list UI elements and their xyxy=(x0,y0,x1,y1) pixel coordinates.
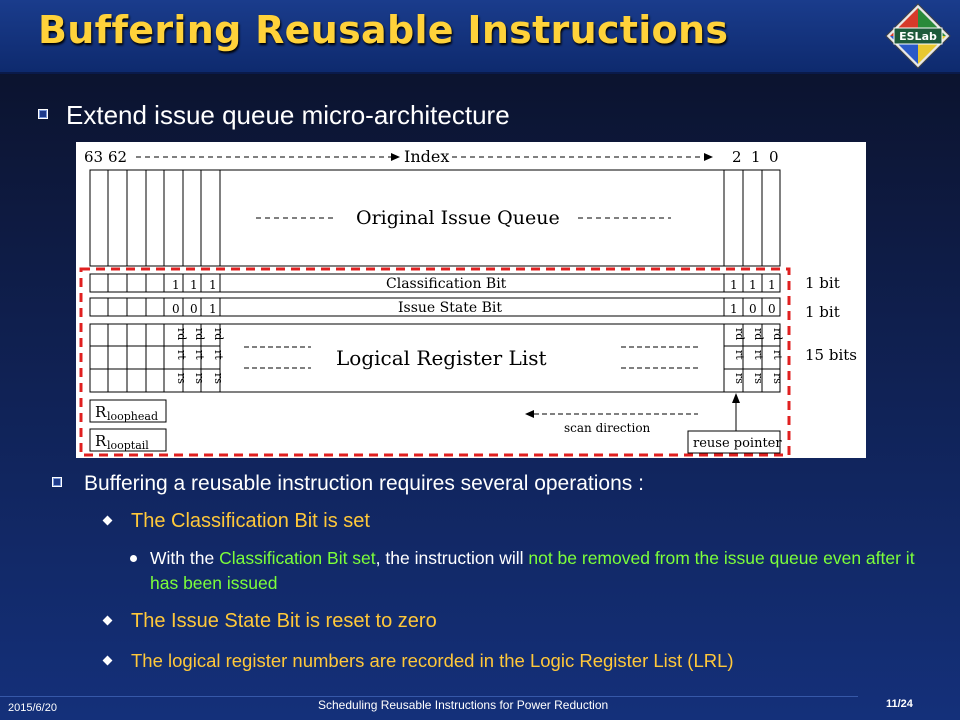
lrl-rs-1: rs xyxy=(175,373,188,384)
lrl-rs-2: rs xyxy=(193,373,206,384)
slide-title: Buffering Reusable Instructions xyxy=(38,8,729,52)
detail-text-highlight-2: not be removed from the issue queue even… xyxy=(150,548,915,593)
bullet-text: Buffering a reusable instruction require… xyxy=(84,472,644,495)
lrl-rd-4: rd xyxy=(733,328,746,340)
lrl-rd-1: rd xyxy=(175,328,188,340)
sub-bullet-text: The Classification Bit is set xyxy=(131,510,370,532)
footer-title: Scheduling Reusable Instructions for Pow… xyxy=(318,698,609,712)
isb-val-1: 0 xyxy=(172,302,180,316)
footer: 2015/6/20 Scheduling Reusable Instructio… xyxy=(0,698,960,720)
diamond-bullet-icon xyxy=(102,615,113,626)
sub-bullet-classification-set: The Classification Bit is set xyxy=(102,510,370,533)
sub-bullet-text: The logical register numbers are recorde… xyxy=(131,650,734,671)
isb-val-3: 1 xyxy=(209,302,217,316)
index-2: 2 xyxy=(732,148,742,166)
index-62: 62 xyxy=(108,148,127,166)
cb-val-1: 1 xyxy=(172,278,180,292)
lrl-rd-5: rd xyxy=(752,328,765,340)
square-bullet-icon xyxy=(38,109,48,120)
footer-divider xyxy=(0,696,858,697)
isb-val-4: 1 xyxy=(730,302,738,316)
detail-text-highlight-1: Classification Bit set xyxy=(219,548,376,568)
sub-bullet-lrl-recorded: The logical register numbers are recorde… xyxy=(102,650,734,672)
bits-issue-state: 1 bit xyxy=(805,303,840,321)
lrl-rd-3: rd xyxy=(212,328,225,340)
highlight-box xyxy=(79,267,791,457)
footer-date: 2015/6/20 xyxy=(8,702,57,714)
index-63: 63 xyxy=(84,148,103,166)
dot-bullet-icon xyxy=(130,555,137,562)
logical-register-list-label: Logical Register List xyxy=(336,346,547,370)
eslab-logo: ESLab xyxy=(885,3,951,69)
lrl-rt-6: rt xyxy=(771,350,784,360)
bits-lrl: 15 bits xyxy=(805,346,857,364)
sub-bullet-text: The Issue State Bit is reset to zero xyxy=(131,610,437,632)
isb-val-5: 0 xyxy=(749,302,757,316)
r-looptail-r: R xyxy=(95,432,107,450)
bullet-extend-issue-queue: Extend issue queue micro-architecture xyxy=(38,100,510,131)
index-1: 1 xyxy=(751,148,761,166)
lrl-rt-3: rt xyxy=(212,350,225,360)
r-loophead-sub: loophead xyxy=(107,410,158,423)
cb-val-6: 1 xyxy=(768,278,776,292)
lrl-rd-2: rd xyxy=(193,328,206,340)
cb-val-4: 1 xyxy=(730,278,738,292)
r-looptail-sub: looptail xyxy=(107,439,149,452)
lrl-rt-2: rt xyxy=(193,350,206,360)
isb-val-6: 0 xyxy=(768,302,776,316)
index-label: Index xyxy=(404,147,449,166)
lrl-rt-4: rt xyxy=(733,350,746,360)
lrl-rt-5: rt xyxy=(752,350,765,360)
bits-classification: 1 bit xyxy=(805,274,840,292)
issue-queue-diagram: 63 62 Index 2 1 0 Original Issue Queue xyxy=(76,142,866,458)
page-number: 11/24 xyxy=(886,698,913,710)
cb-val-5: 1 xyxy=(749,278,757,292)
cb-val-3: 1 xyxy=(209,278,217,292)
index-0: 0 xyxy=(769,148,779,166)
isb-val-2: 0 xyxy=(190,302,198,316)
diagram-svg: 63 62 Index 2 1 0 Original Issue Queue xyxy=(79,147,857,457)
classification-bit-label: Classification Bit xyxy=(386,276,507,292)
detail-text-1: With the xyxy=(150,548,220,568)
cb-val-2: 1 xyxy=(190,278,198,292)
title-bar: Buffering Reusable Instructions ESLab xyxy=(0,0,960,74)
bullet-buffering-operations: Buffering a reusable instruction require… xyxy=(52,472,644,496)
logo-text: ESLab xyxy=(899,30,937,43)
diamond-bullet-icon xyxy=(102,515,113,526)
reuse-pointer-label: reuse pointer xyxy=(693,436,782,451)
sub-bullet-issue-state-reset: The Issue State Bit is reset to zero xyxy=(102,610,437,633)
lrl-rd-6: rd xyxy=(771,328,784,340)
original-issue-queue-label: Original Issue Queue xyxy=(356,207,560,229)
r-loophead-r: R xyxy=(95,403,107,421)
lrl-rt-1: rt xyxy=(175,350,188,360)
lrl-rs-3: rs xyxy=(212,373,225,384)
detail-text-2: , the instruction will xyxy=(375,548,529,568)
lrl-rs-6: rs xyxy=(771,373,784,384)
issue-state-bit-label: Issue State Bit xyxy=(398,300,502,316)
subsub-bullet-classification-detail: With the Classification Bit set, the ins… xyxy=(130,546,920,596)
lrl-rs-5: rs xyxy=(752,373,765,384)
lrl-rs-4: rs xyxy=(733,373,746,384)
square-bullet-icon xyxy=(52,477,62,488)
diamond-bullet-icon xyxy=(102,655,113,666)
bullet-text: Extend issue queue micro-architecture xyxy=(66,100,510,130)
scan-direction-label: scan direction xyxy=(564,421,651,435)
